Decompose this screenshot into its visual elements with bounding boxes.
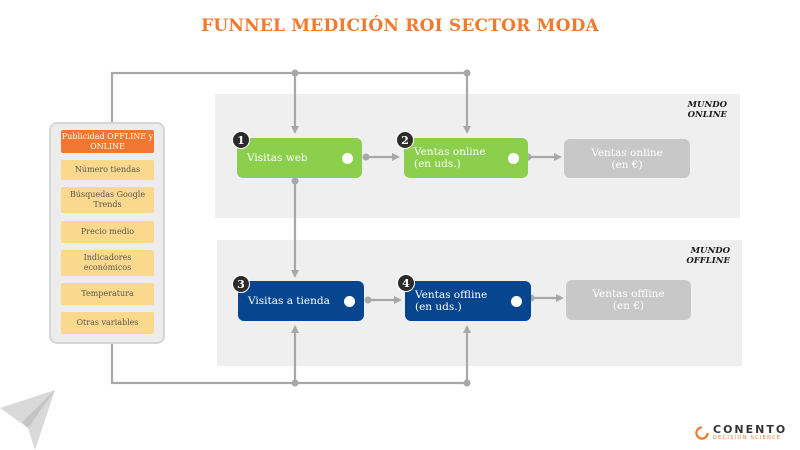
node-dot [508, 152, 519, 164]
node-ventas-offline-uds: Ventas offline (en uds.) [405, 281, 531, 321]
step-badge-4: 4 [397, 274, 415, 292]
sidebar-item-otras-variables: Otras variables [61, 312, 154, 334]
conento-logo: CONENTO DECISION SCIENCE [695, 424, 787, 442]
logo-tagline: DECISION SCIENCE [713, 435, 782, 441]
sidebar-item-label: Precio medio [80, 227, 135, 236]
sidebar-item-numero-tiendas: Número tiendas [61, 160, 154, 180]
step-badge-2: 2 [396, 131, 414, 149]
node-label: Visitas web [247, 152, 308, 164]
node-label: Ventas offline (en €) [592, 288, 664, 312]
step-badge-3: 3 [232, 275, 250, 293]
sidebar-item-precio-medio: Precio medio [61, 221, 154, 243]
node-label-line2: (en uds.) [415, 301, 462, 313]
logo-name: CONENTO [713, 423, 788, 436]
sidebar-item-publicidad: Publicidad OFFLINE y ONLINE [61, 130, 154, 153]
node-visitas-web: Visitas web [237, 138, 362, 178]
sidebar-item-busquedas-google: Búsquedas Google Trends [61, 187, 154, 213]
paper-plane-icon [0, 390, 55, 450]
node-label: Ventas online (en uds.) [414, 146, 486, 170]
node-ventas-online-eur: Ventas online (en €) [564, 139, 690, 178]
node-label-line1: Ventas online [414, 146, 486, 158]
step-badge-1: 1 [232, 131, 250, 149]
node-label-line1: Ventas offline [592, 288, 665, 300]
sidebar-item-label: Número tiendas [74, 165, 141, 174]
connector-bottom-loop [110, 344, 467, 385]
connector-top-loop [110, 71, 467, 128]
node-ventas-offline-eur: Ventas offline (en €) [566, 280, 691, 320]
node-label-line2: (en uds.) [414, 158, 461, 170]
node-visitas-tienda: Visitas a tienda [238, 281, 364, 321]
panel-online-label: MUNDO ONLINE [687, 100, 727, 120]
sidebar-item-label: Búsquedas Google Trends [69, 190, 146, 209]
node-ventas-online-uds: Ventas online (en uds.) [404, 138, 528, 178]
node-label-line2: (en €) [612, 300, 645, 312]
conento-logo-icon [695, 426, 709, 440]
node-dot [511, 295, 522, 307]
node-label: Ventas offline (en uds.) [415, 289, 487, 313]
diagram-title: FUNNEL MEDICIÓN ROI SECTOR MODA [201, 16, 599, 36]
sidebar-item-temperatura: Temperatura [61, 283, 154, 305]
sidebar-item-label: Temperatura [81, 289, 134, 298]
node-label-line2: (en €) [611, 158, 643, 171]
input-variables-panel: Publicidad OFFLINE y ONLINE Número tiend… [49, 122, 165, 344]
node-label: Ventas online (en €) [591, 147, 663, 171]
node-dot [344, 295, 355, 307]
sidebar-item-label: Otras variables [76, 318, 139, 327]
sidebar-item-label: Indicadores económicos [83, 253, 132, 272]
sidebar-item-indicadores: Indicadores económicos [61, 250, 154, 276]
node-label-line1: Ventas online [591, 146, 663, 159]
node-label-line1: Ventas offline [415, 289, 488, 301]
sidebar-item-label: Publicidad OFFLINE y ONLINE [61, 131, 154, 151]
node-dot [342, 152, 353, 164]
node-label: Visitas a tienda [248, 295, 330, 307]
panel-offline-label: MUNDO OFFLINE [686, 246, 730, 266]
